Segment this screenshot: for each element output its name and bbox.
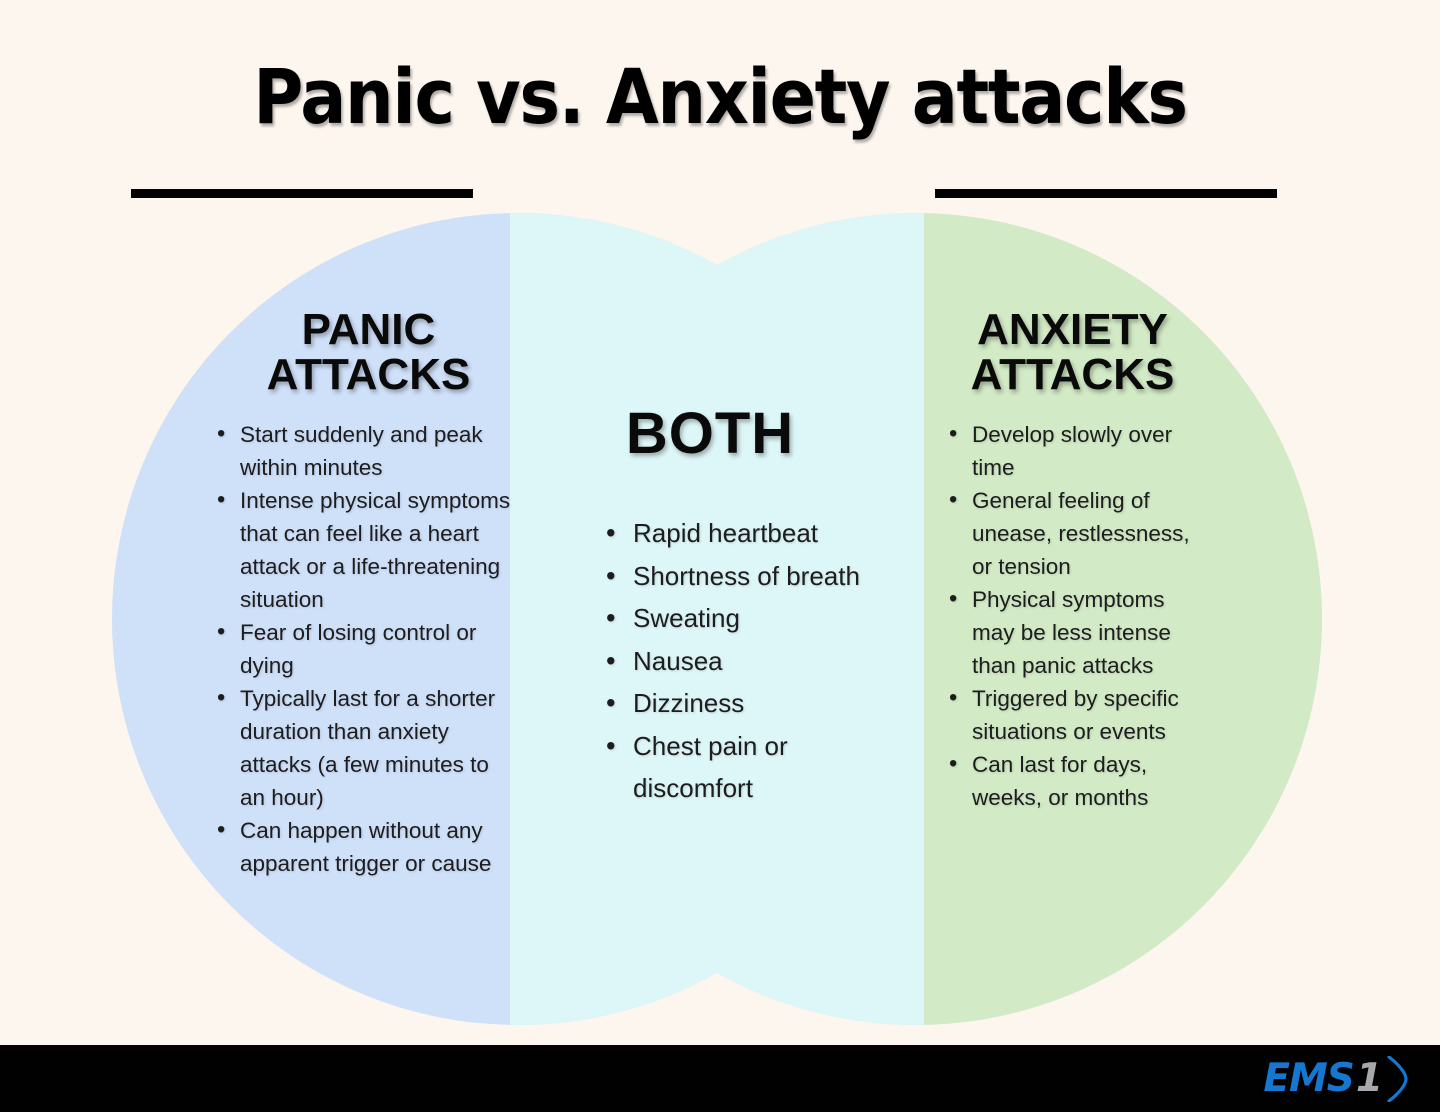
footer-bar: EMS 1 [0,1045,1440,1112]
list-item: Intense physical symptoms that can feel … [213,484,515,616]
list-item: Nausea [600,640,865,683]
list-item: Can happen without any apparent trigger … [213,814,515,880]
list-item: Start suddenly and peak within minutes [213,418,515,484]
list-item: Sweating [600,597,865,640]
list-item: Physical symptoms may be less intense th… [945,583,1200,682]
list-item: Chest pain or discomfort [600,725,865,810]
anxiety-list: Develop slowly over time General feeling… [945,418,1200,814]
page-title: Panic vs. Anxiety attacks [253,52,1188,141]
logo-one-text: 1 [1355,1056,1383,1101]
list-item: Typically last for a shorter duration th… [213,682,515,814]
list-item: Shortness of breath [600,555,865,598]
both-list: Rapid heartbeat Shortness of breath Swea… [600,512,865,810]
list-item: General feeling of unease, restlessness,… [945,484,1200,583]
anxiety-heading: ANXIETY ATTACKS [970,305,1175,399]
list-item: Triggered by specific situations or even… [945,682,1200,748]
list-item: Develop slowly over time [945,418,1200,484]
ems1-logo: EMS 1 [1263,1055,1412,1102]
list-item: Fear of losing control or dying [213,616,515,682]
list-item: Rapid heartbeat [600,512,865,555]
list-item: Can last for days, weeks, or months [945,748,1200,814]
title-rule-right [935,189,1277,198]
logo-ems-text: EMS [1263,1056,1355,1101]
list-item: Dizziness [600,682,865,725]
both-heading: BOTH [625,401,795,466]
title-rule-left [131,189,473,198]
panic-heading: PANIC ATTACKS [266,305,471,399]
ems1-logo-text: EMS 1 [1263,1056,1383,1101]
panic-list: Start suddenly and peak within minutes I… [213,418,515,880]
swoosh-icon [1387,1055,1408,1102]
